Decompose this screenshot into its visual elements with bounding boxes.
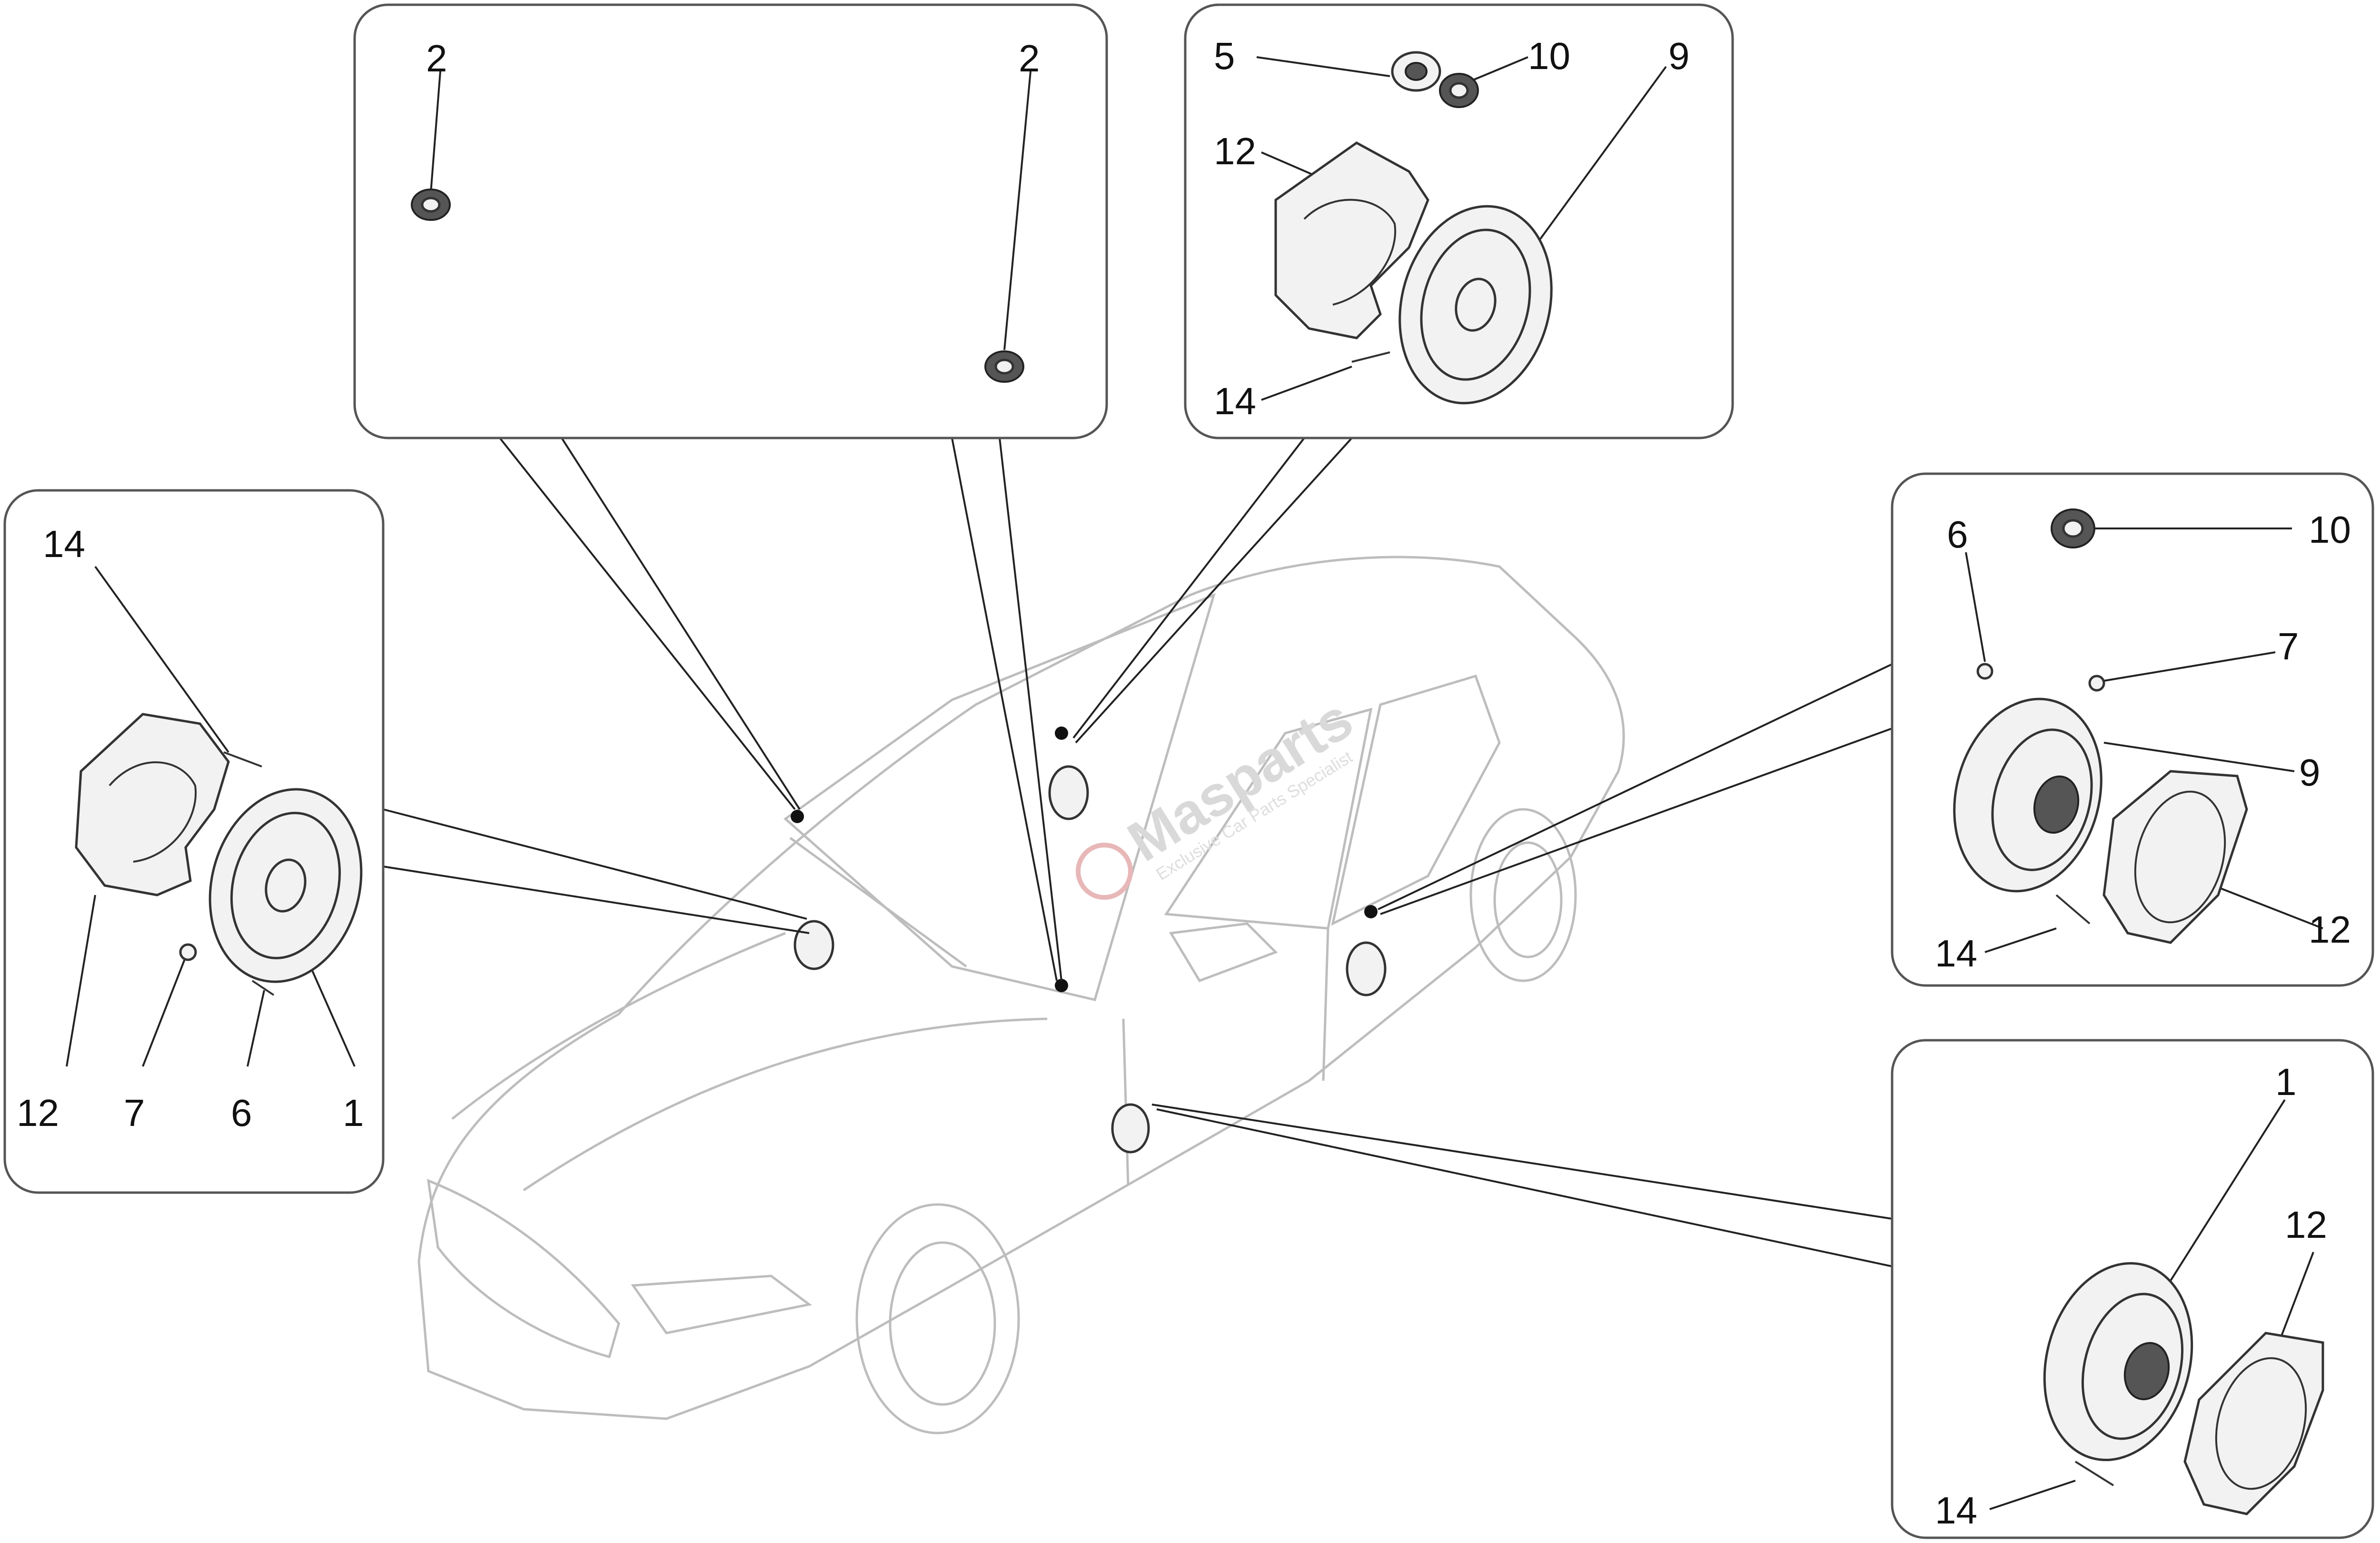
part-label-12: 12 (17, 1092, 59, 1134)
watermark-logo-icon (1076, 843, 1133, 900)
car-outline (417, 556, 1625, 1434)
part-label-5: 5 (1214, 35, 1235, 77)
part-label-1: 1 (2275, 1061, 2297, 1103)
part-label-7: 7 (124, 1092, 145, 1134)
part-label-6: 6 (1947, 513, 1968, 556)
part-label-7: 7 (2278, 625, 2299, 667)
speaker-icon (1953, 697, 2102, 893)
tweeter-marker-right (1055, 979, 1068, 992)
tweeter-marker-left (791, 810, 804, 823)
part-label-14: 14 (1935, 1489, 1977, 1532)
part-label-10: 10 (1528, 35, 1570, 77)
screw-icon (251, 980, 275, 996)
part-label-14: 14 (43, 523, 85, 565)
rear-door-speaker-marker (1364, 905, 1378, 918)
panel-right-middle: 6 10 7 9 12 14 (1891, 472, 2374, 987)
cable-connector-icon (223, 751, 262, 767)
part-label-9: 9 (1668, 35, 1690, 77)
part-label-9: 9 (2299, 751, 2320, 794)
part-label-12: 12 (2309, 908, 2351, 951)
watermark: Masparts Exclusive Car Parts Specialist (1076, 687, 1363, 900)
nut-icon (2088, 675, 2105, 692)
speaker-bracket-icon (75, 713, 230, 896)
part-label-6: 6 (231, 1092, 252, 1134)
screw-icon (1976, 663, 1993, 680)
cable-connector-icon (2074, 1461, 2114, 1486)
speaker-icon (2043, 1262, 2193, 1462)
cable-connector-icon (2055, 894, 2091, 925)
part-label-10: 10 (2309, 508, 2351, 551)
front-tweeter-icon (793, 920, 834, 970)
rear-speaker-marker (1055, 727, 1068, 740)
part-label-2: 2 (1019, 37, 1040, 80)
panel-top-center: 2 2 (353, 3, 1108, 439)
part-label-1: 1 (343, 1092, 364, 1134)
adapter-ring-icon (1391, 51, 1441, 92)
panel-right-bottom: 1 12 14 (1891, 1039, 2374, 1539)
speaker-bracket-icon (2183, 1332, 2324, 1515)
tweeter-icon (2051, 508, 2095, 548)
panel-left: 14 12 7 6 1 (3, 489, 385, 1194)
speaker-icon (1398, 205, 1553, 405)
panel-top-right: 5 10 9 12 14 (1184, 3, 1734, 439)
part-label-12: 12 (2285, 1204, 2327, 1246)
cable-connector-icon (1351, 351, 1390, 363)
part-label-2: 2 (426, 37, 447, 80)
rear-door-speaker-icon (1346, 941, 1387, 996)
part-label-14: 14 (1935, 932, 1977, 975)
tweeter-icon (984, 350, 1024, 383)
front-door-speaker-icon (1111, 1103, 1150, 1154)
tweeter-icon (411, 189, 451, 221)
nut-icon (179, 943, 197, 961)
rear-speaker-icon (1048, 765, 1089, 820)
part-label-14: 14 (1214, 380, 1256, 422)
callout-lines (383, 437, 1893, 1267)
tweeter-icon (1439, 73, 1479, 108)
speaker-icon (208, 788, 363, 983)
speaker-bracket-icon (1274, 141, 1429, 339)
part-label-12: 12 (1214, 130, 1256, 172)
